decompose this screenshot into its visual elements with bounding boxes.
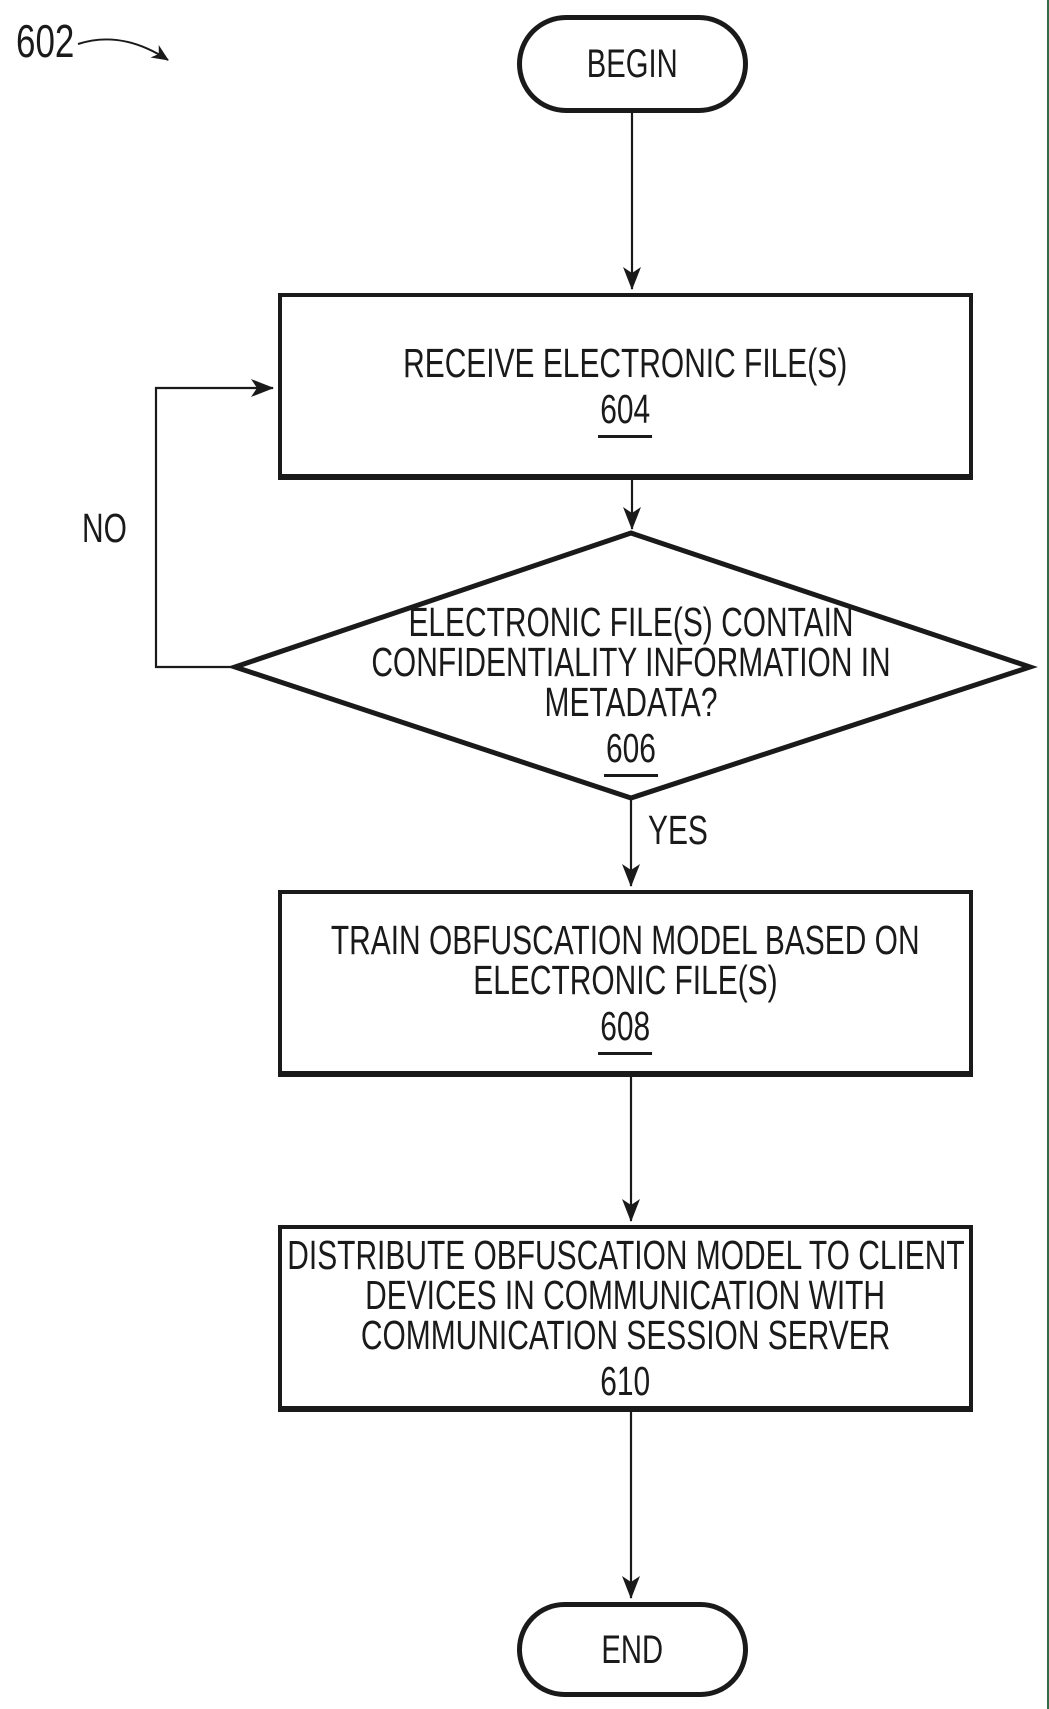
- decision-606-text: ELECTRONIC FILE(S) CONTAIN CONFIDENTIALI…: [235, 599, 1027, 777]
- decision-diamond-shape: [227, 530, 1038, 801]
- process-610-line1: DISTRIBUTE OBFUSCATION MODEL TO CLIENT: [286, 1231, 965, 1278]
- yes-branch-label: YES: [648, 807, 708, 853]
- decision-606-line1: ELECTRONIC FILE(S) CONTAIN: [408, 599, 854, 645]
- begin-terminator: BEGIN: [517, 15, 748, 113]
- process-610-line2: DEVICES IN COMMUNICATION WITH: [365, 1271, 886, 1318]
- process-608-line2: ELECTRONIC FILE(S): [473, 956, 778, 1003]
- figure-reference-602: 602: [16, 15, 75, 67]
- no-branch-label: NO: [82, 505, 127, 551]
- decision-606-ref: 606: [603, 725, 659, 777]
- process-604-text: RECEIVE ELECTRONIC FILE(S): [403, 339, 848, 386]
- process-608-ref: 608: [598, 1002, 653, 1055]
- process-604-ref: 604: [598, 385, 653, 438]
- process-604-receive: RECEIVE ELECTRONIC FILE(S) 604: [278, 293, 973, 480]
- end-terminator: END: [517, 1602, 748, 1697]
- reference-pointer-arrow: [77, 38, 169, 61]
- process-608-line1: TRAIN OBFUSCATION MODEL BASED ON: [331, 916, 920, 963]
- process-610-distribute: DISTRIBUTE OBFUSCATION MODEL TO CLIENT D…: [278, 1225, 973, 1412]
- decision-606-line3: METADATA?: [544, 679, 718, 725]
- begin-label: BEGIN: [587, 42, 678, 86]
- process-610-line3: COMMUNICATION SESSION SERVER: [360, 1311, 891, 1358]
- no-branch-loop-line: [154, 379, 274, 669]
- end-label: END: [601, 1627, 664, 1672]
- process-608-train: TRAIN OBFUSCATION MODEL BASED ON ELECTRO…: [278, 890, 973, 1077]
- scan-edge-artifact: [1047, 0, 1049, 1709]
- decision-606-line2: CONFIDENTIALITY INFORMATION IN: [371, 639, 891, 685]
- process-610-ref: 610: [598, 1357, 653, 1410]
